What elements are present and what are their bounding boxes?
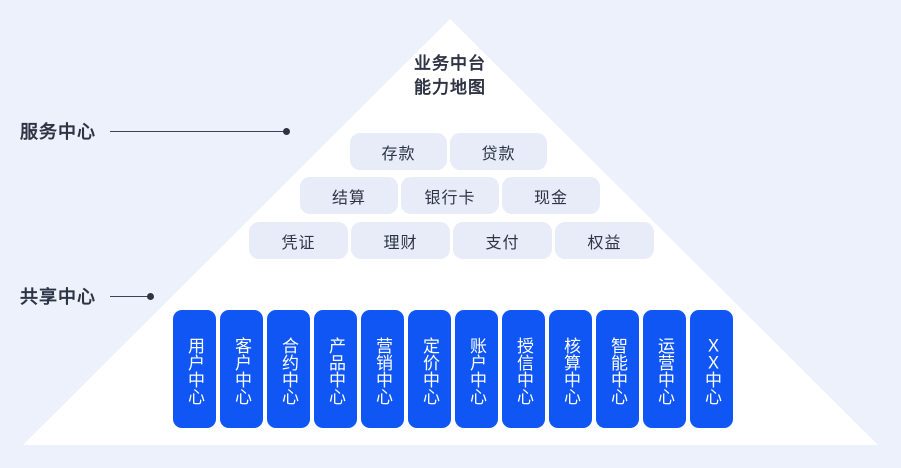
service-pill[interactable]: 现金 <box>502 177 600 214</box>
shared-center-card-label: 核算中心 <box>561 337 580 405</box>
annotation-shared-center: 共享中心 <box>20 284 154 308</box>
shared-center-card-label: 智能中心 <box>608 337 627 405</box>
shared-center-card[interactable]: 定价中心 <box>408 310 451 428</box>
annotation-shared-center-label: 共享中心 <box>20 287 96 307</box>
annotation-shared-center-dot <box>147 292 154 300</box>
shared-center-card-label: 定价中心 <box>420 337 439 405</box>
shared-center-card[interactable]: 账户中心 <box>455 310 498 428</box>
shared-center-card[interactable]: 客户中心 <box>220 310 263 428</box>
shared-center-card[interactable]: 智能中心 <box>596 310 639 428</box>
shared-center-card-label: 用户中心 <box>185 337 204 405</box>
shared-center-card-label: ＸＸ中心 <box>702 337 721 405</box>
shared-center-card-label: 产品中心 <box>326 337 345 405</box>
shared-center-card-label: 营销中心 <box>373 337 392 405</box>
shared-center-card[interactable]: 核算中心 <box>549 310 592 428</box>
service-row-1: 存款 贷款 <box>350 133 547 170</box>
shared-center-card[interactable]: 运营中心 <box>643 310 686 428</box>
shared-center-card-strip: 用户中心 客户中心 合约中心 产品中心 营销中心 定价中心 账户中心 授信中心 … <box>173 310 733 428</box>
shared-center-card-label: 授信中心 <box>514 337 533 405</box>
shared-center-card-label: 客户中心 <box>232 337 251 405</box>
shared-center-card-label: 合约中心 <box>279 337 298 405</box>
shared-center-card[interactable]: 合约中心 <box>267 310 310 428</box>
service-pill[interactable]: 理财 <box>351 222 450 259</box>
annotation-service-center-line <box>110 130 284 132</box>
page-title: 业务中台 能力地图 <box>355 52 545 100</box>
service-row-2: 结算 银行卡 现金 <box>300 177 600 214</box>
shared-center-card[interactable]: 用户中心 <box>173 310 216 428</box>
shared-center-card-label: 账户中心 <box>467 337 486 405</box>
page-title-line1: 业务中台 <box>414 54 486 73</box>
shared-center-card[interactable]: ＸＸ中心 <box>690 310 733 428</box>
service-pill[interactable]: 贷款 <box>450 133 547 170</box>
shared-center-card[interactable]: 授信中心 <box>502 310 545 428</box>
annotation-service-center-dot <box>283 127 290 135</box>
shared-center-card-label: 运营中心 <box>655 337 674 405</box>
annotation-shared-center-line <box>110 295 148 297</box>
page-title-line2: 能力地图 <box>414 78 486 97</box>
annotation-service-center: 服务中心 <box>20 119 290 143</box>
service-pill[interactable]: 结算 <box>300 177 398 214</box>
service-pill[interactable]: 银行卡 <box>401 177 499 214</box>
annotation-service-center-label: 服务中心 <box>20 122 96 142</box>
service-row-3: 凭证 理财 支付 权益 <box>249 222 654 259</box>
service-pill[interactable]: 凭证 <box>249 222 348 259</box>
shared-center-card[interactable]: 营销中心 <box>361 310 404 428</box>
service-pill[interactable]: 存款 <box>350 133 447 170</box>
shared-center-card[interactable]: 产品中心 <box>314 310 357 428</box>
service-pill[interactable]: 支付 <box>453 222 552 259</box>
service-pill[interactable]: 权益 <box>555 222 654 259</box>
